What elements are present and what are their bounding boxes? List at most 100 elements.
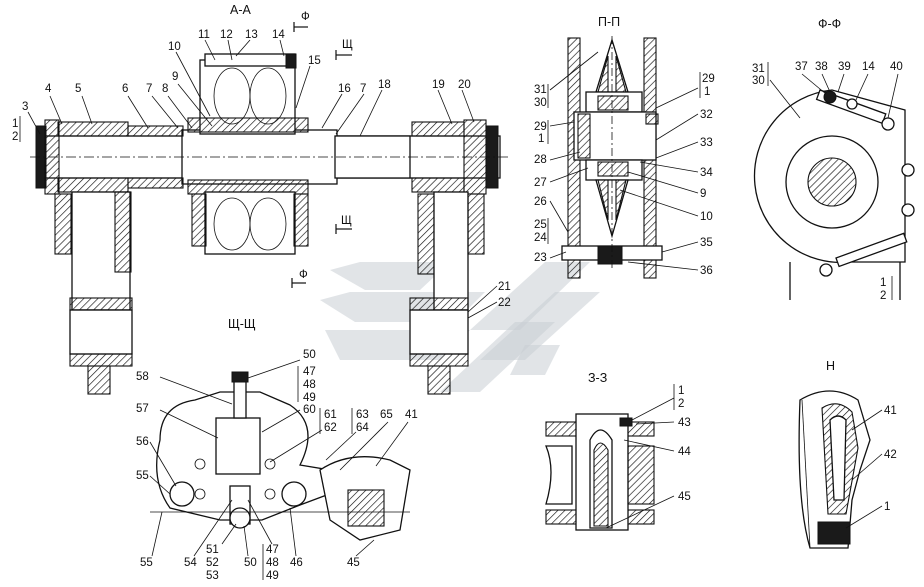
callout-number: 31 xyxy=(534,84,547,96)
callout-number: 41 xyxy=(405,409,418,421)
callout-number: 49 xyxy=(266,570,279,582)
callout-number: 20 xyxy=(458,79,471,91)
callout-number: 7 xyxy=(146,83,152,95)
callout-number: 21 xyxy=(498,281,511,293)
callout-number: 30 xyxy=(752,75,765,87)
callout-number: 47 xyxy=(266,544,279,556)
callout-number: 2 xyxy=(12,131,18,143)
cut-mark-shch-bottom: Щ xyxy=(335,215,352,234)
callout-number: 11 xyxy=(198,29,210,41)
callout-number: 30 xyxy=(534,97,547,109)
callout-number: 49 xyxy=(303,392,316,404)
callout-number: 24 xyxy=(534,232,547,244)
callout-number: 50 xyxy=(244,557,257,569)
callout-number: 45 xyxy=(678,491,691,503)
callout-number: 58 xyxy=(136,371,149,383)
section-shch-drawing xyxy=(150,371,411,541)
callout-number: 36 xyxy=(700,265,713,277)
callout-number: 10 xyxy=(700,211,713,223)
callout-number: 55 xyxy=(136,470,149,482)
callout-number: 28 xyxy=(534,154,547,166)
callout-number: 2 xyxy=(678,398,684,410)
callout-number: 12 xyxy=(220,29,233,41)
callout-number: 44 xyxy=(678,446,691,458)
callout-number: 48 xyxy=(303,379,316,391)
callout-number: 37 xyxy=(795,61,808,73)
callout-number: 63 xyxy=(356,409,369,421)
section-ff-drawing xyxy=(753,89,915,300)
callout-number: 32 xyxy=(700,109,713,121)
section-ff-title: Ф-Ф xyxy=(818,17,841,31)
section-pp-labels: 31 30 29 1 28 27 26 25 24 23 29 1 32 33 … xyxy=(534,51,715,277)
callout-number: 41 xyxy=(884,405,897,417)
section-ff-labels: 31 30 37 38 39 14 40 1 2 xyxy=(752,61,903,302)
callout-number: 2 xyxy=(880,290,886,302)
callout-number: 1 xyxy=(12,118,18,130)
callout-number: 10 xyxy=(168,41,181,53)
callout-number: 27 xyxy=(534,177,547,189)
callout-number: 46 xyxy=(290,557,303,569)
callout-number: 23 xyxy=(534,252,547,264)
callout-number: 29 xyxy=(534,121,547,133)
callout-number: 39 xyxy=(838,61,851,73)
section-shch-title: Щ-Щ xyxy=(228,317,256,331)
callout-number: 16 xyxy=(338,83,351,95)
callout-number: 1 xyxy=(884,501,890,513)
callout-number: 42 xyxy=(884,449,897,461)
callout-number: 53 xyxy=(206,570,219,582)
callout-number: 14 xyxy=(272,29,285,41)
callout-number: Щ xyxy=(341,215,352,227)
callout-number: 13 xyxy=(245,29,258,41)
callout-number: 31 xyxy=(752,63,765,75)
callout-number: 38 xyxy=(815,61,828,73)
callout-number: 4 xyxy=(45,83,52,95)
callout-number: 15 xyxy=(308,55,321,67)
callout-number: 9 xyxy=(700,188,706,200)
callout-number: 45 xyxy=(347,557,360,569)
section-zz-drawing xyxy=(545,413,655,531)
callout-number: Щ xyxy=(342,39,353,51)
callout-number: 7 xyxy=(360,83,366,95)
callout-number: 43 xyxy=(678,417,691,429)
section-pp-title: П-П xyxy=(598,15,620,29)
callout-number: 61 xyxy=(324,409,337,421)
callout-number: 60 xyxy=(303,404,316,416)
callout-number: 50 xyxy=(303,349,316,361)
callout-number: 64 xyxy=(356,422,369,434)
section-aa-title: А-А xyxy=(230,3,252,17)
callout-number: 52 xyxy=(206,557,219,569)
callout-number: 6 xyxy=(122,83,128,95)
callout-number: 57 xyxy=(136,403,149,415)
section-n-labels: 41 42 1 xyxy=(845,405,897,529)
callout-number: 1 xyxy=(678,385,684,397)
section-zz-title: З-З xyxy=(588,371,607,385)
callout-number: 33 xyxy=(700,137,713,149)
section-pp-drawing xyxy=(561,36,663,279)
callout-number: 62 xyxy=(324,422,337,434)
callout-number: Ф xyxy=(301,11,310,23)
section-aa-drawing xyxy=(30,53,510,395)
section-n-drawing xyxy=(798,390,871,549)
callout-number: 65 xyxy=(380,409,393,421)
callout-number: 26 xyxy=(534,196,547,208)
cut-mark-shch-top: Щ xyxy=(335,39,353,60)
callout-number: 1 xyxy=(538,133,544,145)
callout-number: 9 xyxy=(172,71,178,83)
section-shch-labels: 50 47 48 49 58 60 57 61 62 63 64 65 41 5… xyxy=(136,349,418,582)
callout-number: 35 xyxy=(700,237,713,249)
callout-number: 40 xyxy=(890,61,903,73)
callout-number: 19 xyxy=(432,79,445,91)
callout-number: 1 xyxy=(704,86,710,98)
section-n-title: Н xyxy=(826,359,835,373)
callout-number: 55 xyxy=(140,557,153,569)
section-aa-labels: 10 11 12 13 14 15 3 4 5 6 7 8 9 16 7 18 … xyxy=(12,29,511,319)
cut-mark-f-top: Ф xyxy=(293,11,310,32)
section-zz-labels: 1 2 43 44 45 xyxy=(605,384,691,529)
callout-number: 34 xyxy=(700,167,713,179)
callout-number: 54 xyxy=(184,557,197,569)
callout-number: 48 xyxy=(266,557,279,569)
callout-number: Ф xyxy=(299,269,308,281)
callout-number: 29 xyxy=(702,73,715,85)
callout-number: 14 xyxy=(862,61,875,73)
